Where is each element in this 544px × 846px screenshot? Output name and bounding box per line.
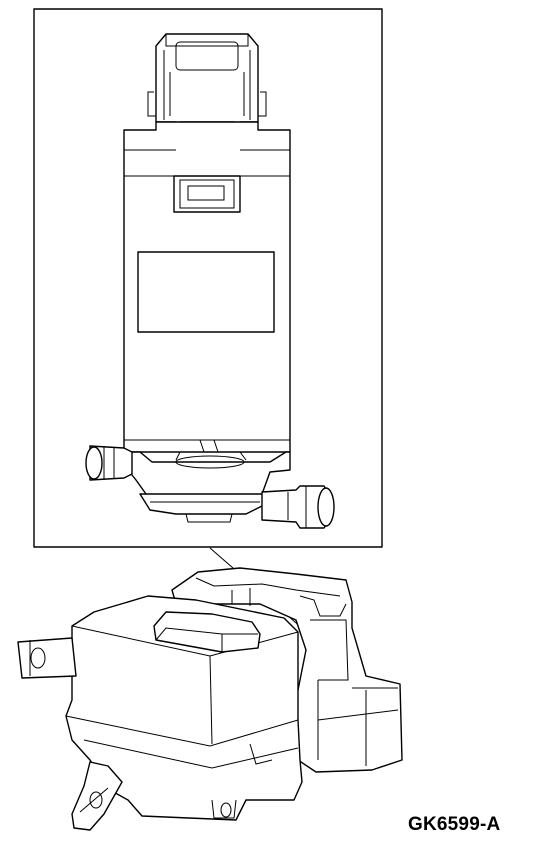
impeller-housing [123, 439, 291, 523]
detail-inset-frame [33, 8, 383, 548]
label-plate [137, 251, 275, 333]
inlet-nipple [85, 445, 133, 481]
washer-pump [85, 33, 335, 529]
housing-latch [173, 175, 241, 213]
outlet-nipple [261, 485, 335, 529]
washer-reservoir [17, 567, 403, 831]
figure-label: GK6599-A [408, 814, 501, 835]
pump-motor-housing [123, 121, 291, 453]
